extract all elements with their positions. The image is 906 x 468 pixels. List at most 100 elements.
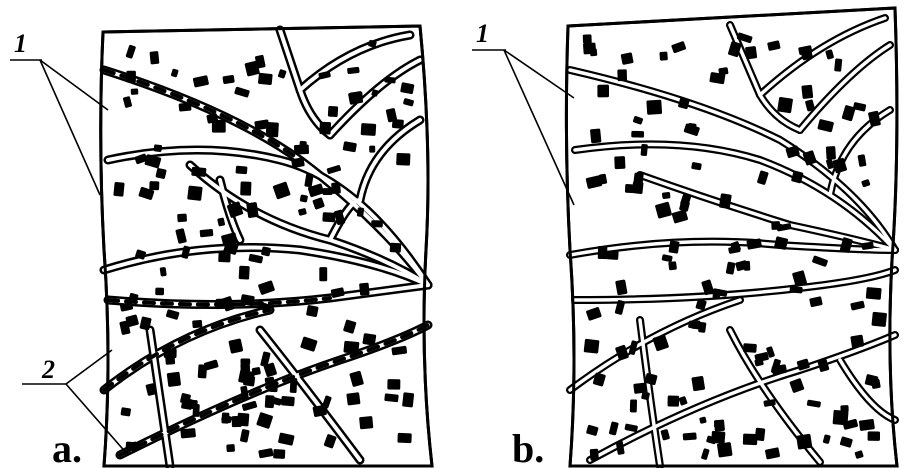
panel-b: 1 b. — [472, 8, 897, 468]
grain — [631, 131, 644, 138]
grain — [160, 267, 167, 277]
grain — [232, 416, 242, 427]
grain — [179, 102, 192, 111]
grain — [300, 194, 308, 202]
grain — [621, 52, 634, 65]
grain — [590, 128, 602, 143]
grain — [606, 250, 619, 260]
grain — [323, 188, 333, 195]
grain — [777, 97, 793, 114]
grain — [683, 432, 697, 440]
grain — [866, 287, 882, 300]
grain — [662, 192, 671, 199]
callout-1-panel-b: 1 — [476, 19, 489, 48]
grain — [346, 392, 360, 405]
grain — [322, 212, 335, 222]
grain — [343, 341, 359, 354]
grain — [667, 395, 679, 406]
grain — [668, 261, 677, 270]
grain — [362, 333, 376, 346]
grain — [641, 144, 648, 156]
grain — [361, 123, 377, 136]
grain — [273, 449, 285, 459]
grain — [193, 404, 200, 417]
grain — [149, 181, 159, 190]
grain — [235, 166, 247, 175]
grain — [180, 428, 196, 439]
grain — [239, 266, 250, 280]
callout-2-panel-a: 2 — [41, 355, 55, 384]
grain — [290, 378, 298, 393]
grain — [850, 335, 864, 349]
grain — [614, 156, 625, 169]
grain — [801, 85, 813, 99]
grain — [633, 172, 644, 185]
grain — [387, 379, 400, 390]
grain — [743, 343, 757, 353]
callout-1-panel-a: 1 — [14, 29, 27, 58]
panel-a-label: a. — [52, 426, 82, 468]
grain — [590, 449, 599, 461]
grain — [617, 69, 627, 81]
grain — [646, 100, 662, 115]
grain — [833, 410, 849, 426]
grain — [191, 167, 206, 177]
grain — [328, 106, 338, 117]
grain — [359, 283, 370, 296]
grain — [200, 229, 214, 237]
grain — [598, 246, 608, 259]
grain — [192, 320, 202, 328]
grain — [871, 312, 887, 327]
grain — [154, 144, 163, 152]
grain — [299, 141, 307, 151]
grain — [717, 442, 733, 458]
grain — [583, 42, 596, 54]
grain — [348, 91, 363, 105]
grain — [218, 252, 230, 262]
grain — [258, 73, 273, 85]
grain — [164, 348, 177, 358]
grain — [834, 58, 842, 71]
grain — [396, 153, 410, 166]
grain — [131, 88, 139, 95]
grain — [859, 419, 875, 431]
grain — [714, 420, 724, 428]
grain — [402, 392, 414, 407]
grain — [261, 246, 271, 256]
grain — [357, 207, 365, 217]
grain — [597, 85, 609, 98]
grain — [198, 364, 207, 378]
grain — [281, 396, 295, 406]
grain — [668, 240, 679, 253]
grain — [796, 434, 812, 450]
grain — [390, 243, 402, 253]
callout-1-leaders-a — [10, 60, 108, 195]
grain — [266, 122, 279, 137]
grain — [120, 407, 131, 417]
grain — [384, 76, 396, 83]
grain — [306, 305, 319, 317]
panel-a: 1 2 a. — [10, 26, 432, 468]
grain — [246, 202, 259, 218]
grain — [226, 444, 235, 452]
grain — [687, 123, 696, 132]
grain — [319, 122, 331, 135]
grain — [113, 182, 124, 197]
grain — [826, 146, 836, 160]
grain — [691, 376, 705, 392]
grain — [584, 339, 600, 354]
grain — [177, 214, 187, 223]
grain — [789, 286, 802, 294]
grain — [397, 433, 411, 443]
grain — [269, 381, 278, 392]
grain — [167, 372, 181, 387]
grain — [369, 146, 375, 153]
grain — [630, 399, 637, 412]
grain — [243, 375, 255, 386]
grain — [240, 181, 251, 195]
grain — [149, 51, 159, 64]
grain — [659, 52, 668, 61]
callout-1-leaders-b — [472, 50, 574, 205]
grain — [359, 416, 373, 429]
